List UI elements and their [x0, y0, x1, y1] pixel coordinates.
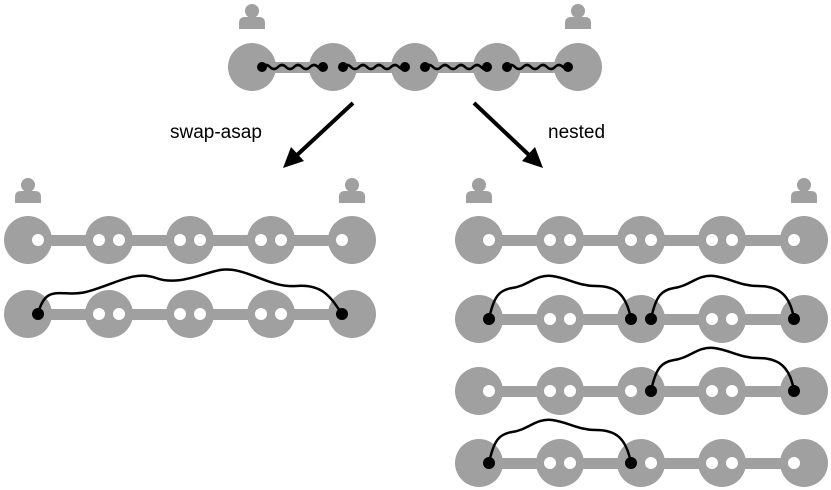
nested-chain-3 [455, 346, 828, 415]
qubit [32, 308, 44, 320]
chain-node [536, 439, 584, 487]
chain-node [780, 216, 828, 264]
user-icon [791, 178, 817, 203]
user-icon [239, 4, 265, 29]
nested-label: nested [548, 122, 606, 143]
entanglement-link [649, 346, 796, 392]
swap-asap-chain-2 [4, 268, 376, 338]
qubit [482, 62, 492, 72]
elementary-links [261, 63, 572, 71]
nested-chain-1 [455, 178, 828, 264]
user-icon [15, 178, 41, 203]
chain-node [536, 295, 584, 343]
entanglement-link [36, 268, 344, 315]
entanglement-link [342, 63, 408, 71]
chain-node [780, 439, 828, 487]
entanglement-link [649, 274, 796, 320]
qubit [563, 62, 573, 72]
entanglement-link [506, 63, 572, 71]
chain-node [247, 216, 295, 264]
entanglement-link [487, 274, 633, 320]
chain-node [617, 367, 665, 415]
qubit [318, 62, 328, 72]
chain-node [473, 43, 521, 91]
qubit [788, 313, 800, 325]
chain-node [455, 295, 503, 343]
chain-node [85, 216, 133, 264]
arrow-left [283, 101, 355, 168]
chain-node [309, 43, 357, 91]
chain-node [617, 295, 665, 343]
nested-chain-2 [455, 274, 828, 343]
chain-node [698, 367, 746, 415]
chain-node [780, 295, 828, 343]
chain-node [698, 439, 746, 487]
top-chain [228, 4, 602, 91]
user-icon [565, 4, 591, 29]
qubit [625, 313, 637, 325]
qubit [645, 313, 657, 325]
qubit [338, 62, 348, 72]
chain-node [698, 216, 746, 264]
qubit [257, 62, 267, 72]
user-icon [339, 178, 365, 203]
chain-node [455, 439, 503, 487]
chain-node [4, 216, 52, 264]
qubit [625, 457, 637, 469]
qubit [336, 308, 348, 320]
chain-node [617, 216, 665, 264]
qubit [483, 457, 495, 469]
nested-chain-4 [455, 418, 828, 487]
chain-node [328, 216, 376, 264]
chain-node [536, 216, 584, 264]
entanglement-link [487, 418, 633, 464]
user-icon [466, 178, 492, 203]
entanglement-link [261, 63, 327, 71]
chain-node [247, 290, 295, 338]
chain-node [391, 43, 439, 91]
chain-node [4, 290, 52, 338]
chain-nodes [228, 43, 602, 91]
chain-node [85, 290, 133, 338]
qubit [420, 62, 430, 72]
chain-node [455, 367, 503, 415]
qubit [645, 385, 657, 397]
chain-node [554, 43, 602, 91]
arrow-right [472, 101, 543, 168]
chain-node [166, 216, 214, 264]
qubit [400, 62, 410, 72]
chain-node [328, 290, 376, 338]
chain-node [780, 367, 828, 415]
swap-asap-label: swap-asap [170, 122, 262, 143]
chain-node [228, 43, 276, 91]
chain-node [166, 290, 214, 338]
chain-node [617, 439, 665, 487]
qubit [483, 313, 495, 325]
qubits [257, 62, 573, 72]
chain-node [698, 295, 746, 343]
chain-node [536, 367, 584, 415]
entanglement-link [424, 63, 490, 71]
qubit [502, 62, 512, 72]
qubit [788, 385, 800, 397]
chain-node [455, 216, 503, 264]
swap-asap-chain-1 [4, 178, 376, 264]
